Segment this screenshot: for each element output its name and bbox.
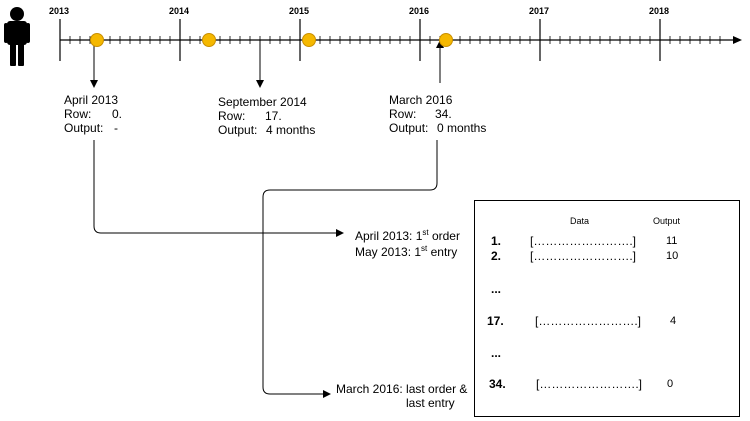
table-row-data: […………………….]	[530, 234, 637, 248]
event-2-row-value: 17.	[265, 109, 282, 123]
first-entry-note: May 2013: 1st entry	[355, 242, 457, 259]
table-ellipsis: ...	[491, 282, 502, 296]
year-label-2017: 2017	[529, 6, 550, 16]
first-connector-arrowhead	[336, 229, 344, 237]
event-marker-4	[439, 33, 453, 47]
year-label-2014: 2014	[169, 6, 190, 16]
event-2-output-label: Output:	[218, 123, 258, 137]
event-marker-2	[202, 33, 216, 47]
event-1-row-value: 0.	[112, 107, 123, 121]
table-row-index: 2.	[491, 249, 502, 263]
event-3-output-value: 0 months	[437, 121, 487, 135]
table-row-output: 4	[670, 315, 677, 327]
table-row-output: 11	[666, 235, 678, 247]
event-3-arrowhead	[436, 40, 444, 48]
first-entry-pre: May 2013: 1	[355, 245, 422, 259]
event-3-row-value: 34.	[435, 107, 452, 121]
person-icon	[4, 7, 30, 66]
last-connector	[262, 140, 438, 395]
event-1-arrowhead	[90, 80, 98, 88]
table-ellipsis: ...	[491, 346, 502, 360]
event-3-output-label: Output:	[389, 121, 429, 135]
event-2-title: September 2014	[218, 95, 307, 109]
year-label-2018: 2018	[649, 6, 670, 16]
last-connector-arrowhead	[323, 390, 331, 398]
first-entry-sup: st	[421, 244, 428, 253]
event-1-output-value: -	[114, 121, 118, 135]
event-1-row-label: Row:	[64, 107, 92, 121]
first-entry-post: entry	[427, 245, 458, 259]
event-2-output-value: 4 months	[266, 123, 316, 137]
table-row-index: 1.	[491, 234, 502, 248]
event-marker-3	[302, 33, 316, 47]
last-order-note: March 2016: last order &	[336, 382, 468, 396]
event-3-row-label: Row:	[389, 107, 417, 121]
event-1-title: April 2013	[64, 93, 119, 107]
first-connector	[93, 140, 338, 234]
event-marker-1	[90, 33, 104, 47]
first-order-pre: April 2013: 1	[355, 229, 423, 243]
event-3-title: March 2016	[389, 93, 453, 107]
table-row-data: […………………….]	[535, 314, 642, 328]
last-entry-note: last entry	[406, 396, 455, 410]
table-row-data: […………………….]	[536, 377, 643, 391]
year-label-2015: 2015	[289, 6, 310, 16]
event-1-output-label: Output:	[64, 121, 104, 135]
first-order-note: April 2013: 1st order	[355, 226, 460, 243]
timeline-arrowhead	[733, 36, 742, 44]
event-2-row-label: Row:	[218, 109, 246, 123]
table-header-output: Output	[653, 216, 681, 226]
table-row-index: 34.	[489, 377, 506, 391]
table-header-data: Data	[570, 216, 590, 226]
event-2-arrowhead	[256, 80, 264, 88]
table-row-output: 10	[666, 250, 679, 262]
year-label-2016: 2016	[409, 6, 430, 16]
year-label-2013: 2013	[49, 6, 70, 16]
first-order-post: order	[428, 229, 460, 243]
table-row-index: 17.	[487, 314, 504, 328]
first-order-sup: st	[422, 228, 429, 237]
data-table-box	[474, 200, 740, 417]
table-row-output: 0	[667, 378, 674, 390]
table-row-data: […………………….]	[530, 249, 637, 263]
